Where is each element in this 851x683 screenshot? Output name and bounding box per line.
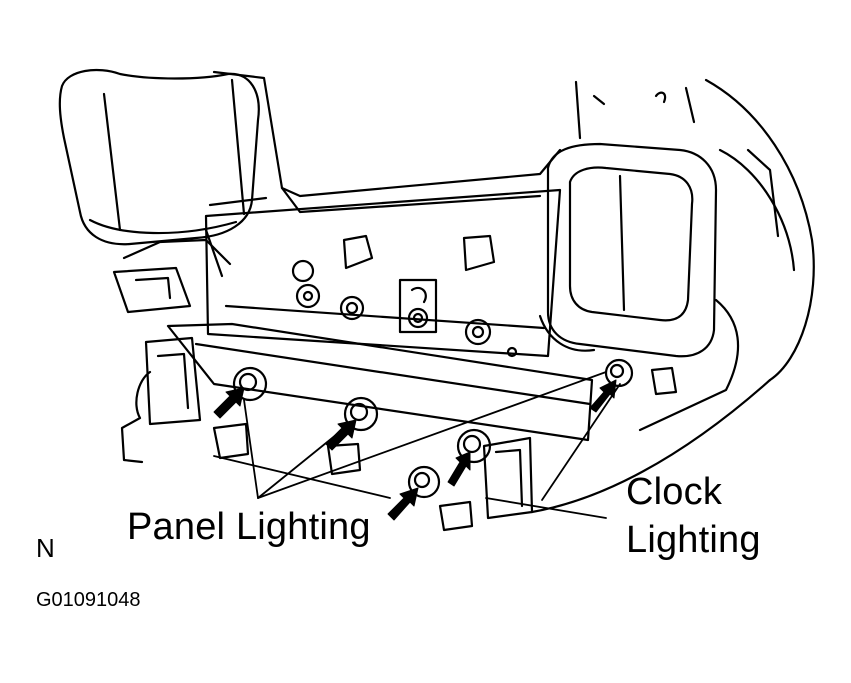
- bulb-socket-5: [604, 358, 634, 388]
- mounting-plate: [204, 188, 562, 358]
- switch-block: [482, 378, 772, 520]
- bulb-socket-4: [407, 465, 441, 499]
- lower-trim-bar: [120, 322, 594, 532]
- panel-lighting-label: Panel Lighting: [127, 506, 371, 548]
- arrow-2: [325, 419, 357, 451]
- arrow-3: [447, 451, 471, 487]
- pointer-arrows: [213, 379, 617, 521]
- arrow-1: [213, 387, 245, 419]
- upper-frame: [112, 70, 562, 314]
- arrow-4: [387, 487, 419, 521]
- figure-code: G01091048: [36, 589, 141, 611]
- clock-lighting-label-line1: Clock: [626, 471, 723, 513]
- corner-letter: N: [36, 533, 55, 563]
- bulb-socket-3: [456, 428, 492, 464]
- bulb-sockets: [232, 358, 634, 499]
- clock-bracket: [538, 78, 815, 432]
- arrow-5: [589, 379, 617, 413]
- bulb-socket-1: [232, 366, 268, 402]
- left-cushion: [58, 68, 260, 246]
- bulb-socket-2: [343, 396, 379, 432]
- clock-lighting-label-line2: Lighting: [626, 519, 761, 561]
